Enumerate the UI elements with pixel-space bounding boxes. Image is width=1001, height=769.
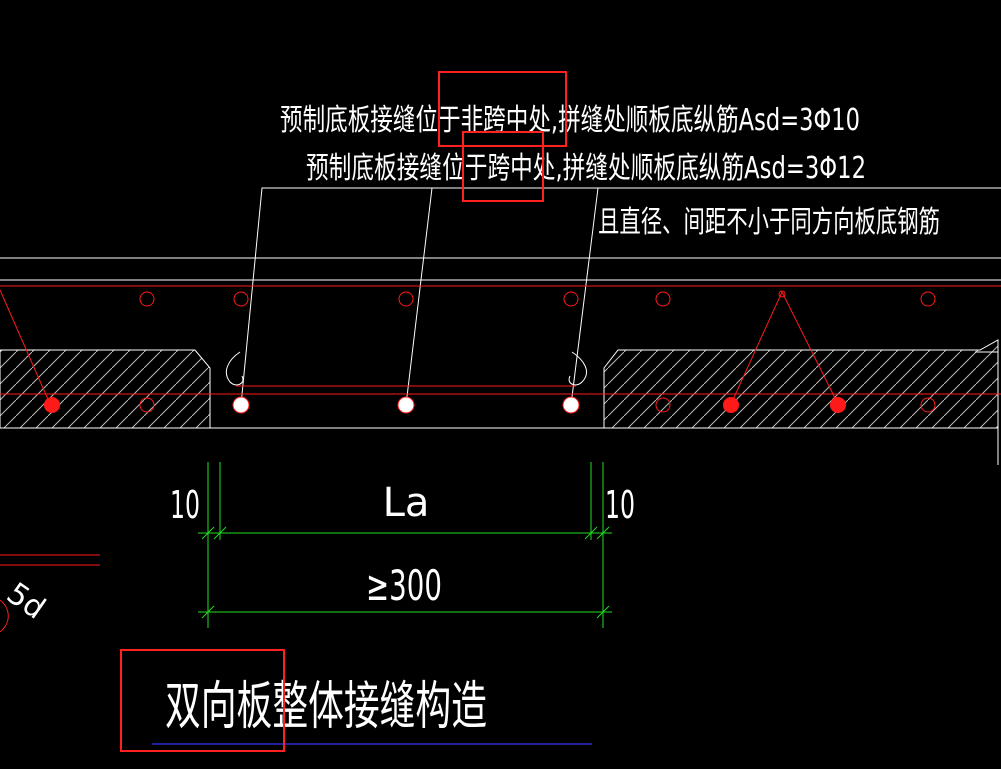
leader-lines	[240, 187, 1001, 406]
note-line-2: 预制底板接缝位于跨中处,拼缝处顺板底纵筋Asd=3Φ12	[306, 151, 866, 186]
note-line-3: 且直径、间距不小于同方向板底钢筋	[598, 205, 940, 240]
slab-top-lines	[0, 257, 1001, 281]
rebar-top-circles	[139, 290, 936, 307]
dimension-total-width: ≥300	[366, 561, 442, 610]
rebar-longitudinal	[0, 285, 1001, 395]
joint-bottom-line	[209, 368, 605, 429]
precast-slab-right	[603, 339, 999, 465]
highlight-box-title	[120, 649, 285, 752]
highlight-box-midspan	[462, 131, 544, 202]
truss-diagonals	[0, 289, 839, 405]
dimension-right-gap: 10	[605, 483, 635, 527]
drawing-title: 双向板整体接缝构造	[165, 677, 487, 737]
dimension-left-gap: 10	[170, 483, 200, 527]
note-line-1: 预制底板接缝位于非跨中处,拼缝处顺板底纵筋Asd=3Φ10	[280, 103, 860, 138]
joint-rebar	[232, 396, 580, 414]
rebar-solid-red	[44, 397, 846, 413]
highlight-box-non-midspan	[438, 71, 567, 147]
dimension-anchorage: La	[383, 480, 430, 526]
rebar-bottom-circles	[139, 397, 936, 413]
dimension-lines	[198, 462, 612, 628]
rebar-hooks	[225, 351, 587, 386]
partial-detail-left	[0, 554, 100, 633]
highlight-boxes	[120, 71, 567, 752]
